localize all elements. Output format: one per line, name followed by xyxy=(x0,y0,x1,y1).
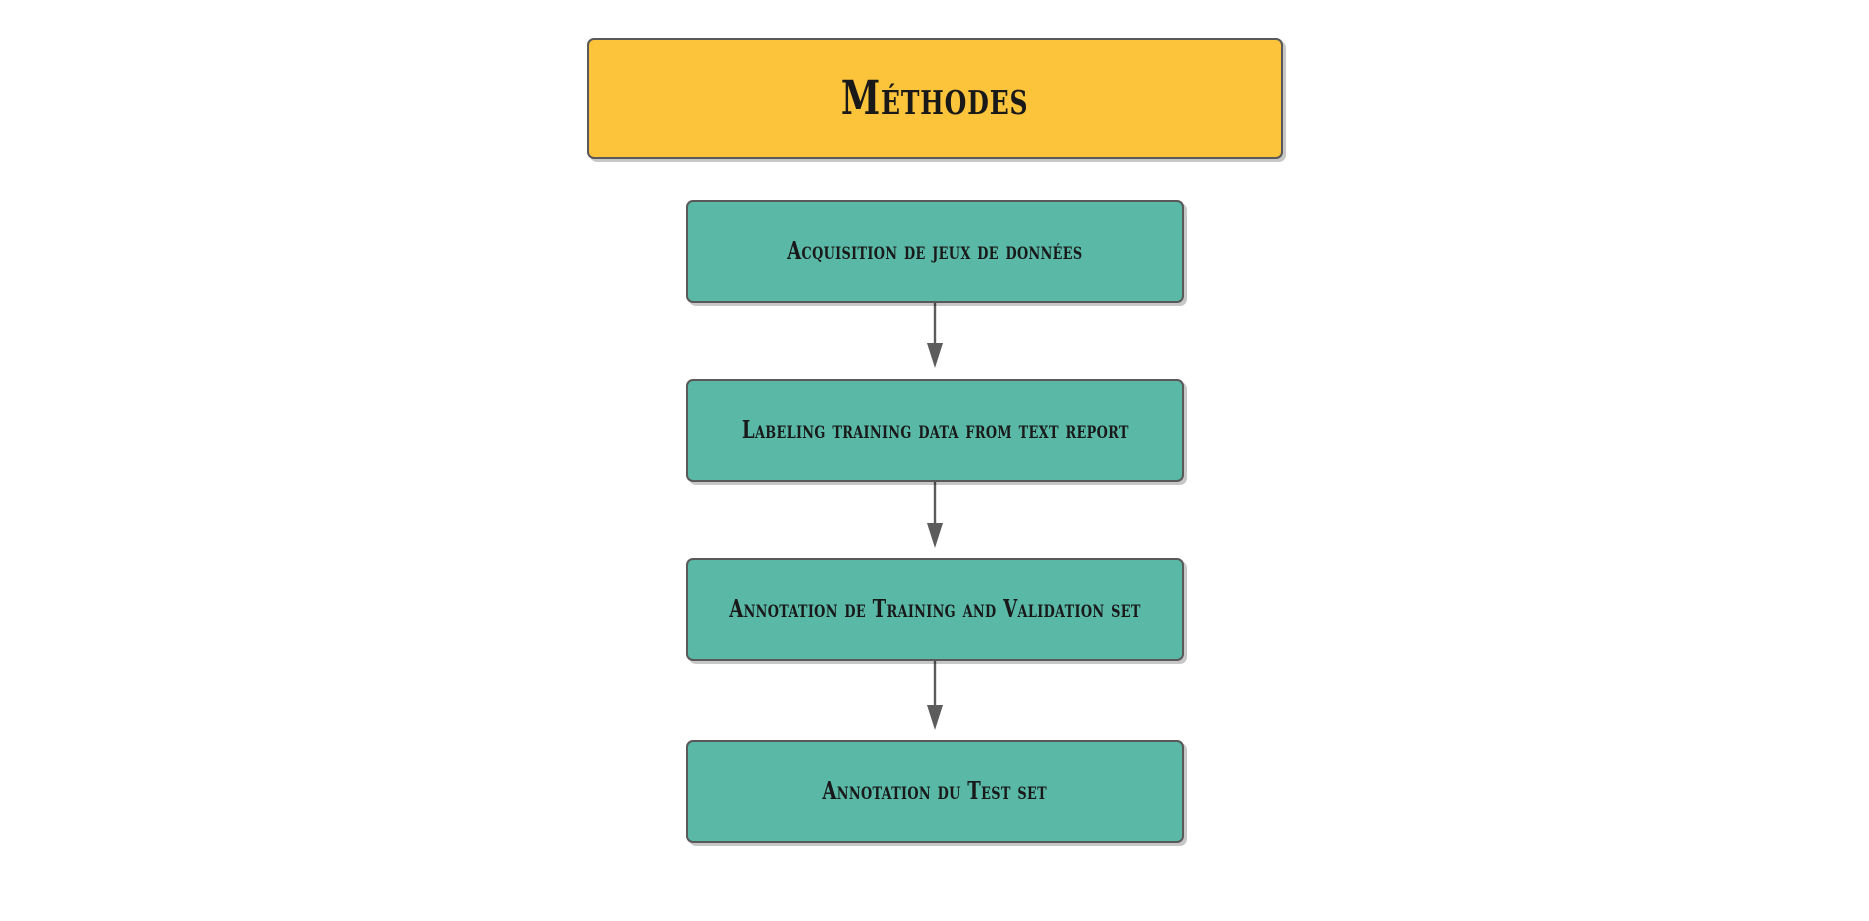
flowchart-node-labeling: Labeling training data from text report xyxy=(686,379,1184,482)
arrow-node2-to-node3 xyxy=(927,482,943,548)
flowchart-title-label: Méthodes xyxy=(841,70,1029,126)
flowchart-node-label: Acquisition de jeux de données xyxy=(787,236,1083,266)
flowchart-node-label: Annotation du Test set xyxy=(822,776,1048,806)
arrow-node1-to-node2 xyxy=(927,303,943,368)
arrow-node3-to-node4 xyxy=(927,661,943,730)
flowchart-node-annotation-test: Annotation du Test set xyxy=(686,740,1184,843)
flowchart-node-label: Labeling training data from text report xyxy=(741,415,1129,445)
flowchart-node-label: Annotation de Training and Validation se… xyxy=(729,594,1141,624)
flowchart-title-node: Méthodes xyxy=(587,38,1283,159)
flowchart-node-acquisition: Acquisition de jeux de données xyxy=(686,200,1184,303)
flowchart-node-annotation-training-validation: Annotation de Training and Validation se… xyxy=(686,558,1184,661)
